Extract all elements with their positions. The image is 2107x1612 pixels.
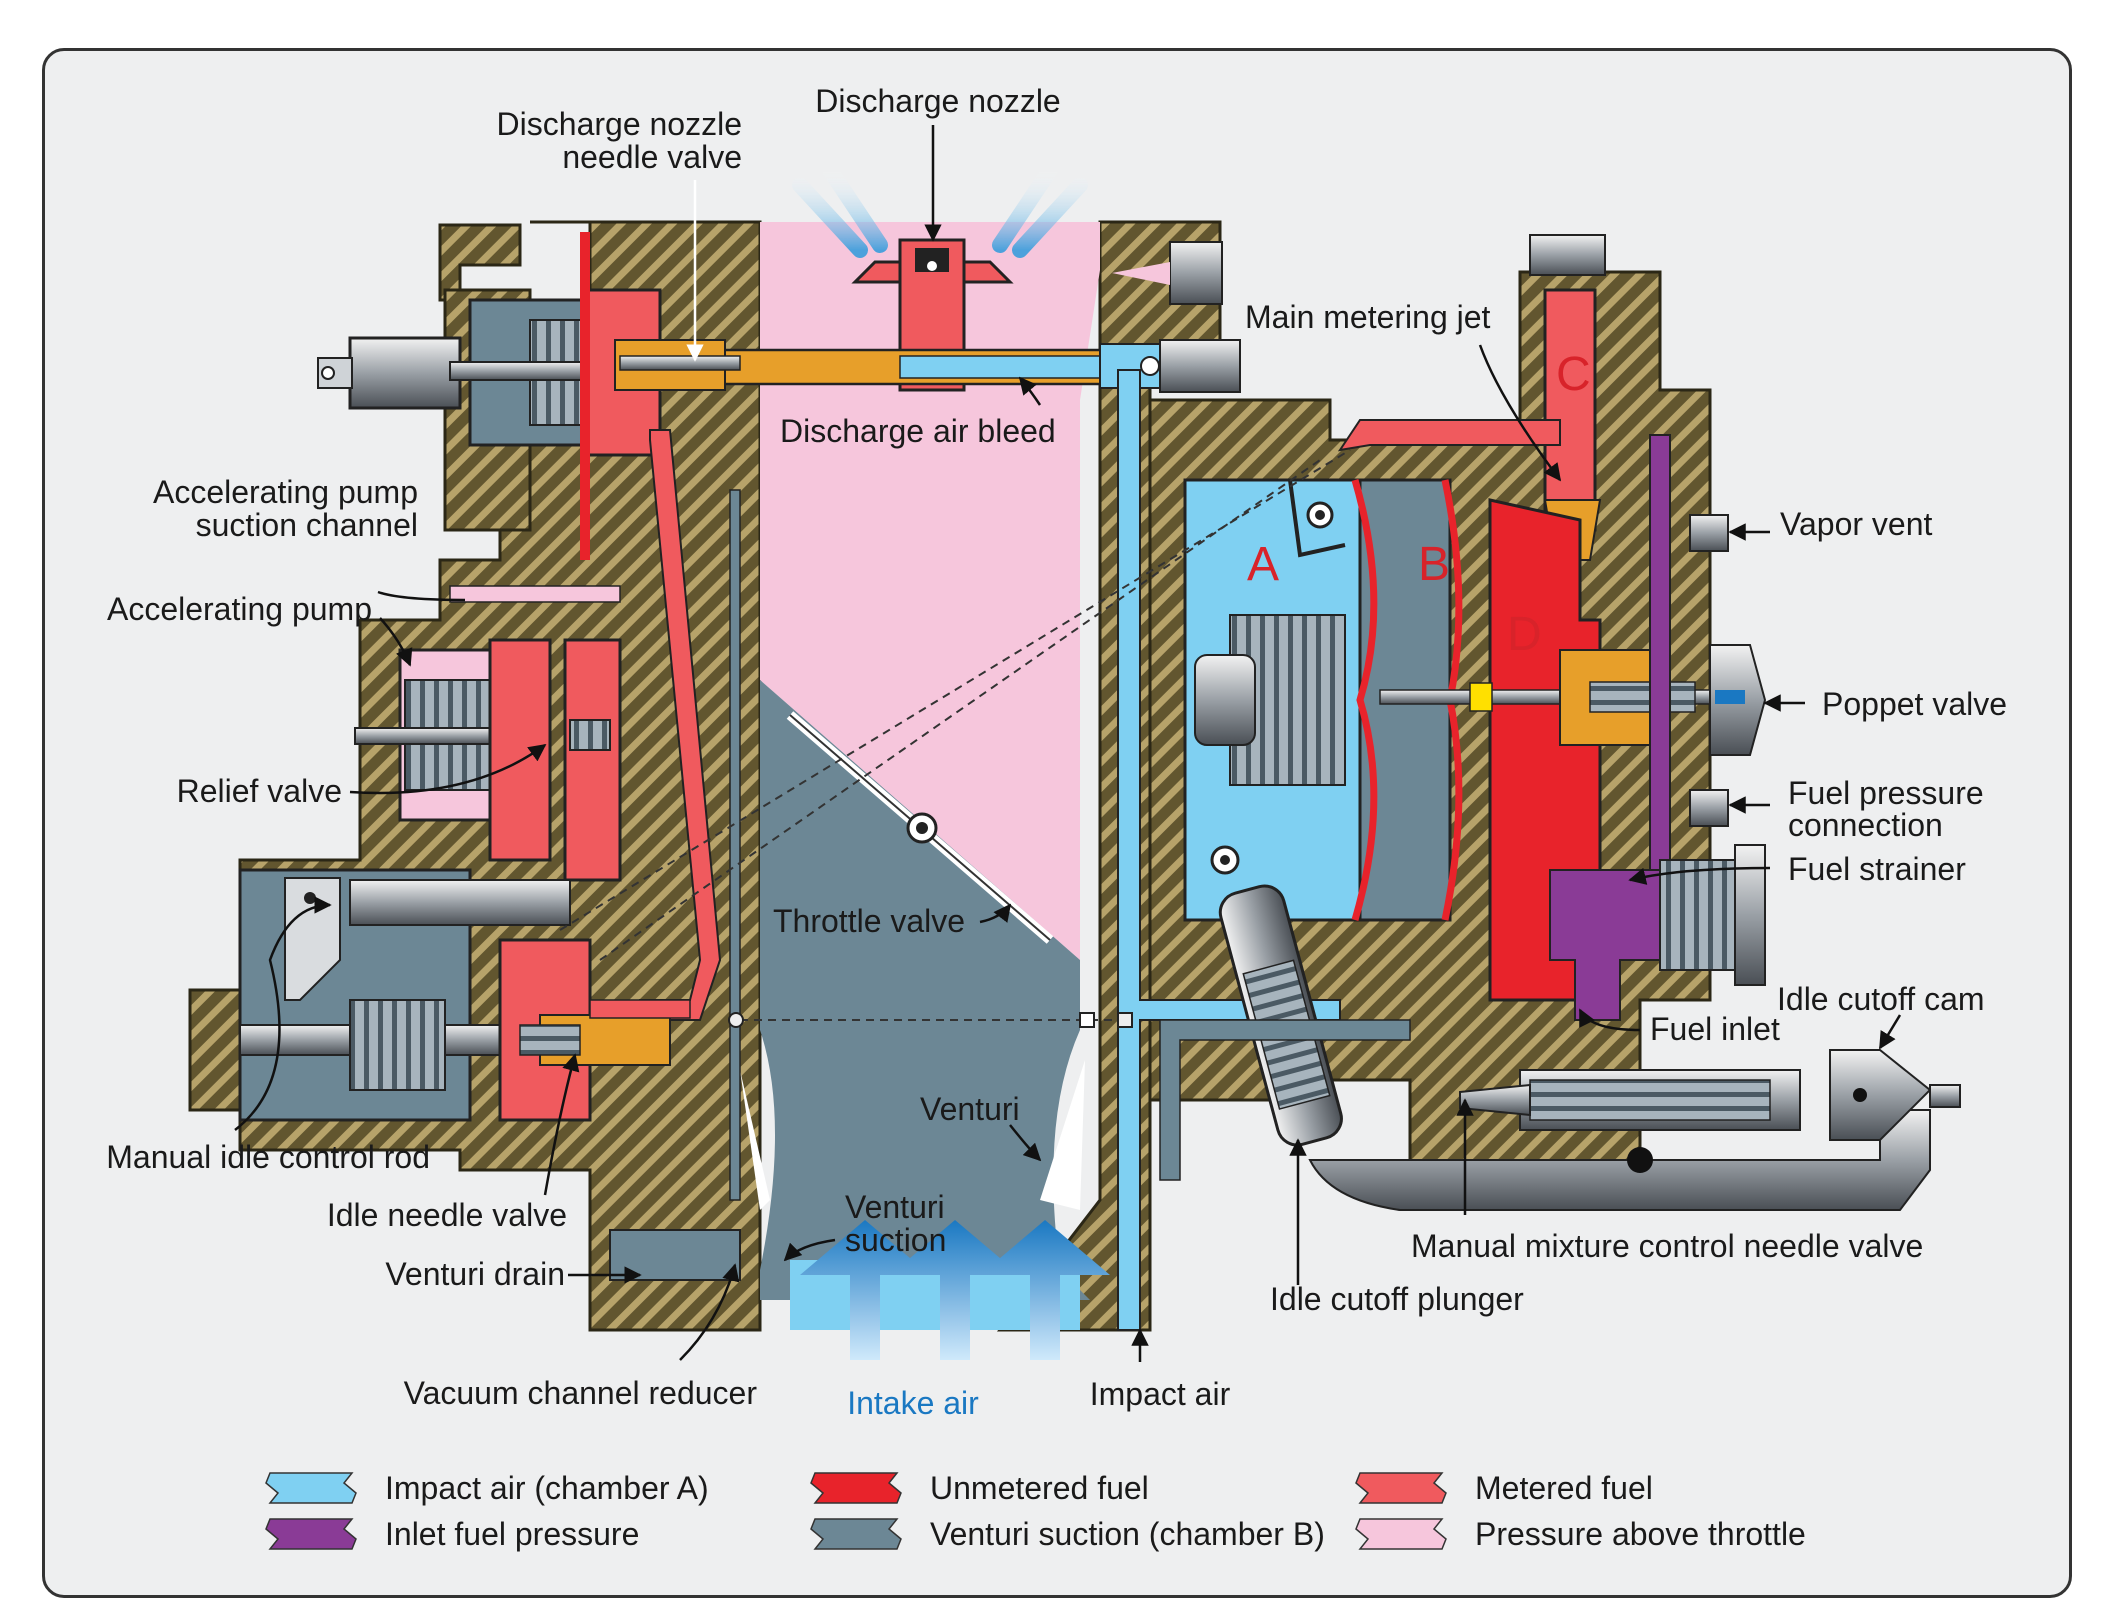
leader-lines <box>234 125 1902 1362</box>
diaphragm-ab <box>1351 479 1378 921</box>
venturi-suction-channel-left <box>729 489 741 1201</box>
label-accelerating-pump-suction-channel-2: suction channel <box>196 507 418 543</box>
label-vacuum-channel-reducer: Vacuum channel reducer <box>404 1375 758 1411</box>
chamber-c-cap <box>1529 234 1606 276</box>
label-accelerating-pump-suction-channel-1: Accelerating pump <box>153 474 418 510</box>
label-venturi: Venturi <box>920 1091 1020 1127</box>
chamber-a <box>1183 478 1362 922</box>
legend-swatch <box>1355 1518 1447 1550</box>
throat-above-throttle <box>760 222 1100 960</box>
label-main-metering-jet: Main metering jet <box>1245 299 1491 335</box>
poppet-valve-assembly <box>1379 644 1767 756</box>
label-venturi-suction-2: suction <box>845 1222 946 1258</box>
label-discharge-nozzle-needle-valve-2: needle valve <box>562 139 742 175</box>
legend-label: Unmetered fuel <box>930 1470 1149 1506</box>
label-manual-mixture-control-needle-valve: Manual mixture control needle valve <box>1411 1228 1923 1264</box>
label-fuel-pressure-connection-1: Fuel pressure <box>1788 775 1984 811</box>
label-throttle-valve: Throttle valve <box>773 903 965 939</box>
label-impact-air: Impact air <box>1090 1376 1231 1412</box>
needle-valve-assembly <box>317 232 741 560</box>
chamber-c <box>1543 288 1597 532</box>
label-accelerating-pump: Accelerating pump <box>107 591 372 627</box>
intake-air-arrows <box>800 1220 1110 1360</box>
label-discharge-nozzle: Discharge nozzle <box>815 83 1060 119</box>
legend-label: Inlet fuel pressure <box>385 1516 639 1552</box>
label-idle-needle-valve: Idle needle valve <box>327 1197 567 1233</box>
legend-label: Impact air (chamber A) <box>385 1470 709 1506</box>
label-idle-cutoff-cam: Idle cutoff cam <box>1777 981 1985 1017</box>
legend-swatch <box>810 1518 902 1550</box>
idle-valve-assembly <box>238 868 691 1122</box>
legend-swatch <box>265 1518 357 1550</box>
label-discharge-nozzle-needle-valve-1: Discharge nozzle <box>497 106 742 142</box>
legend-swatch <box>810 1472 902 1504</box>
legend-label: Venturi suction (chamber B) <box>930 1516 1325 1552</box>
vacuum-channel-reducer <box>609 1229 741 1281</box>
label-idle-cutoff-plunger: Idle cutoff plunger <box>1270 1281 1524 1317</box>
label-vapor-vent: Vapor vent <box>1780 506 1933 542</box>
linkage-line-lower <box>559 449 1351 931</box>
legend: Impact air (chamber A) Unmetered fuel Mete… <box>265 1470 1806 1552</box>
label-fuel-strainer: Fuel strainer <box>1788 851 1966 887</box>
legend-swatch <box>265 1472 357 1504</box>
accelerating-pump <box>354 585 622 882</box>
top-right-plug <box>1169 241 1223 305</box>
label-poppet-valve: Poppet valve <box>1822 686 2007 722</box>
metered-fuel-channel-top <box>1337 419 1561 452</box>
venturi-vane-left <box>740 1070 770 1210</box>
label-fuel-pressure-connection-2: connection <box>1788 807 1943 843</box>
label-intake-air: Intake air <box>847 1385 979 1421</box>
label-discharge-air-bleed: Discharge air bleed <box>780 413 1056 449</box>
legend-label: Metered fuel <box>1475 1470 1653 1506</box>
label-manual-idle-control-rod: Manual idle control rod <box>106 1139 430 1175</box>
idle-channel <box>1159 1019 1411 1181</box>
legend-swatch <box>1355 1472 1447 1504</box>
fuel-strainer <box>1659 844 1766 986</box>
label-relief-valve: Relief valve <box>177 773 342 809</box>
label-fuel-inlet: Fuel inlet <box>1650 1011 1780 1047</box>
chamber-b-label: B <box>1418 538 1450 591</box>
label-venturi-suction-1: Venturi <box>845 1189 945 1225</box>
chamber-c-label: C <box>1556 348 1591 401</box>
legend-label: Pressure above throttle <box>1475 1516 1806 1552</box>
chamber-d-label: D <box>1507 608 1542 661</box>
linkage-line-upper <box>599 459 1321 961</box>
label-venturi-drain: Venturi drain <box>385 1256 565 1292</box>
chamber-a-label: A <box>1247 538 1279 591</box>
throat-below-throttle <box>760 680 1090 1300</box>
venturi-vane-right <box>1040 1060 1085 1210</box>
